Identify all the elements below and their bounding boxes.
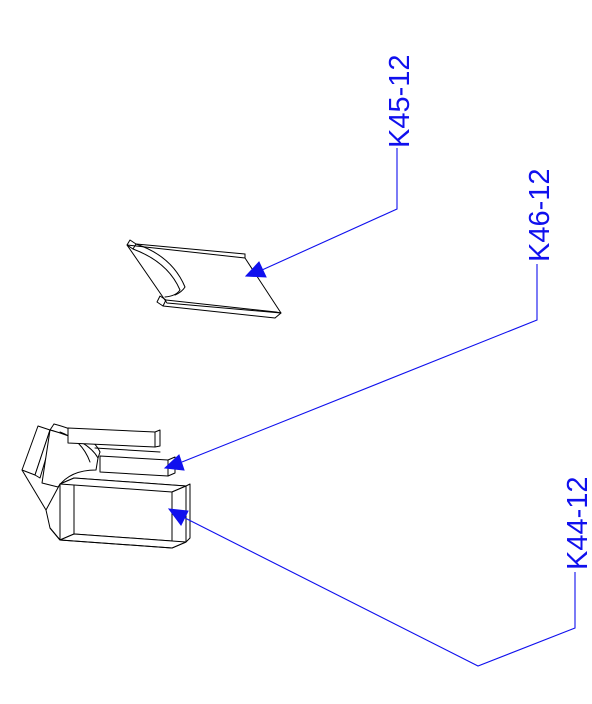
part-k45-plate — [126, 239, 282, 319]
part-k44-k46-assembly — [21, 423, 191, 549]
callout-label-k45: K45-12 — [384, 54, 416, 148]
leader-k44 — [167, 508, 576, 667]
callout-label-k46: K46-12 — [524, 168, 556, 262]
leader-k45 — [244, 148, 398, 278]
callout-label-k44: K44-12 — [562, 476, 592, 570]
leader-k46 — [163, 264, 538, 471]
